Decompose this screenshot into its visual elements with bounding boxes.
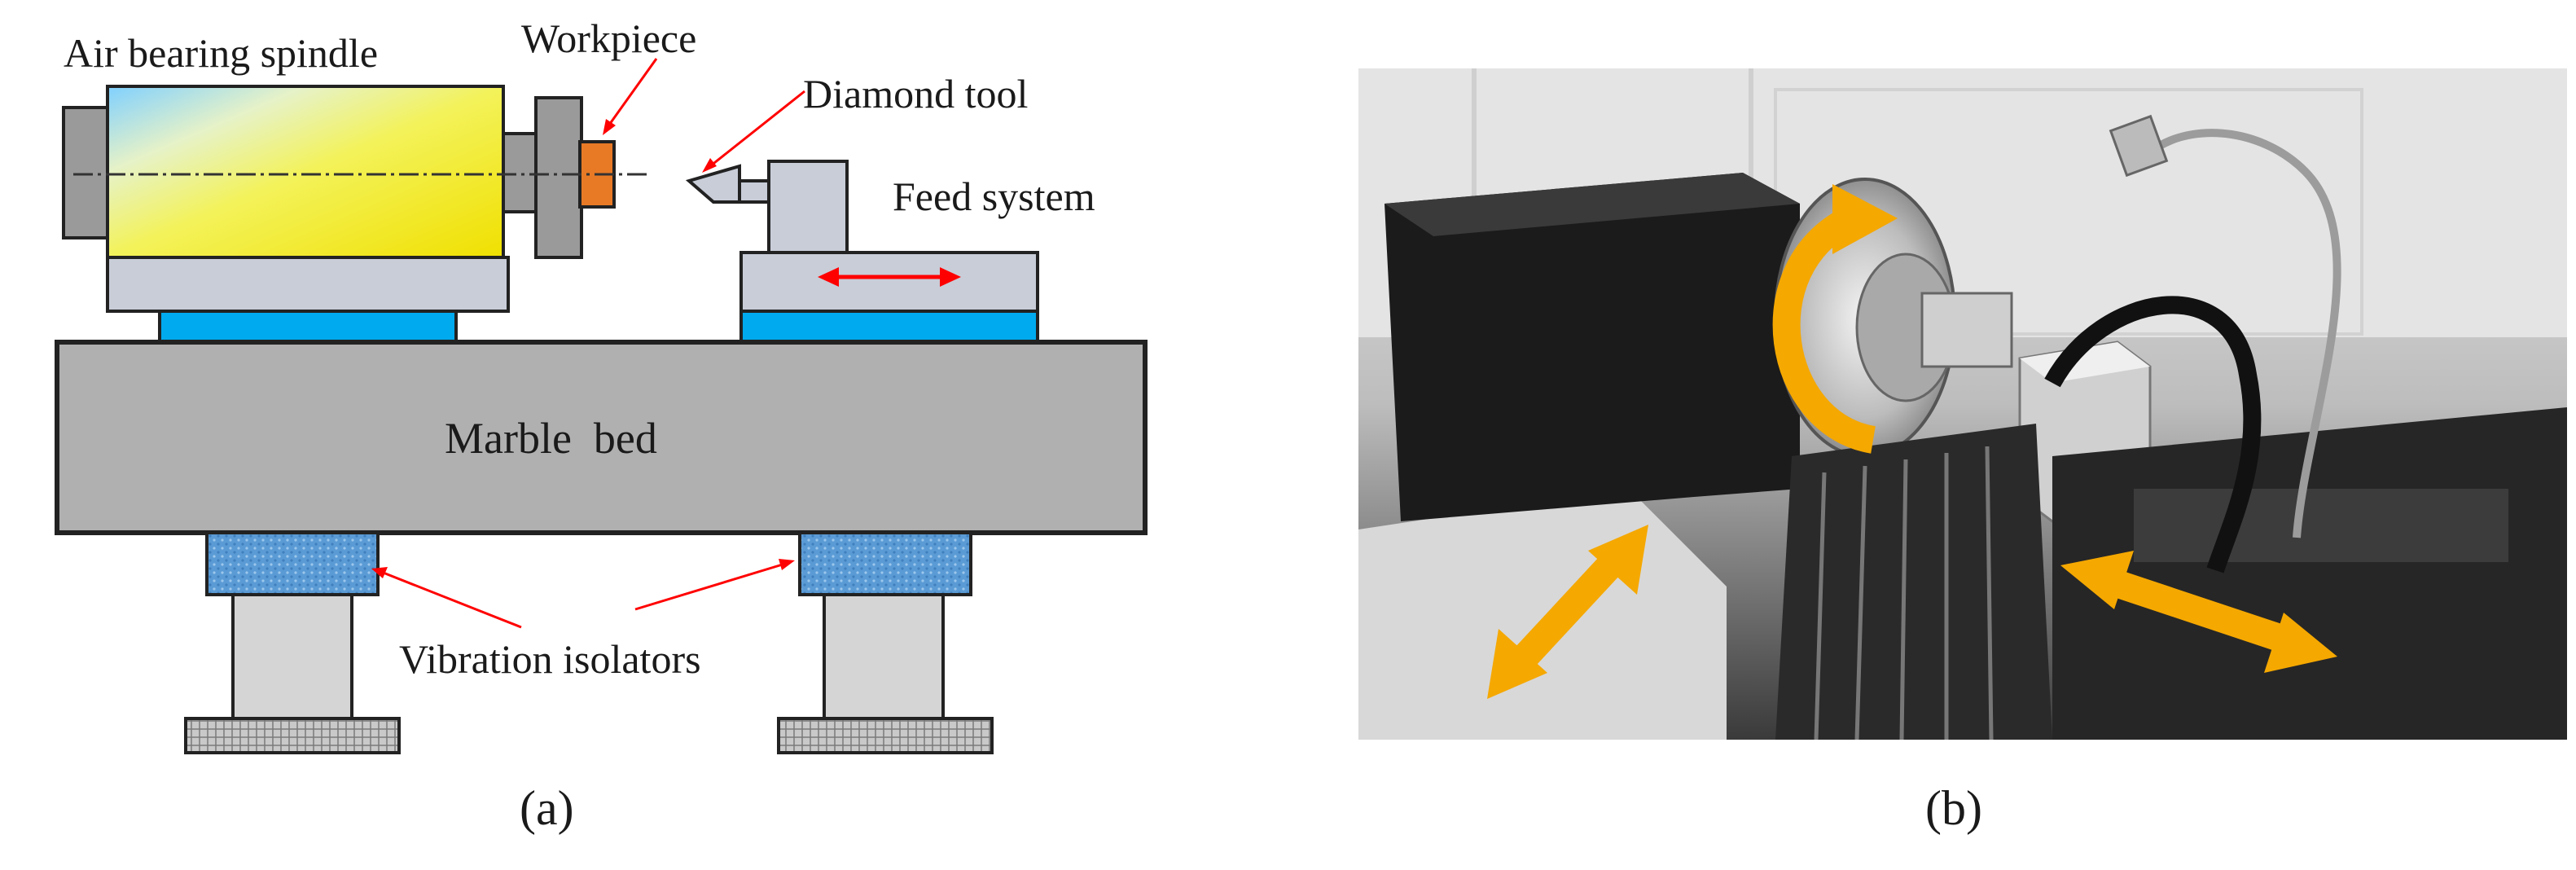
isolators-label: Vibration isolators bbox=[399, 636, 701, 682]
photo-bellows bbox=[1775, 424, 2052, 740]
vibration-isolator-right bbox=[777, 531, 994, 754]
feed-label: Feed system bbox=[893, 174, 1095, 219]
marble-bed bbox=[55, 340, 1148, 535]
tool-leader-arrow bbox=[702, 90, 805, 173]
vibration-isolator-left bbox=[184, 531, 401, 754]
feed-direction-arrow bbox=[818, 267, 961, 287]
photo-x-axis-arrow bbox=[2060, 551, 2337, 673]
photo-spindle-housing bbox=[1385, 173, 1800, 521]
workpiece-label: Workpiece bbox=[521, 15, 696, 61]
workpiece-leader-arrow bbox=[603, 58, 658, 135]
spindle-air-bearing-pad bbox=[158, 310, 458, 344]
bed-label: Marble bed bbox=[445, 414, 657, 463]
photo-lamp-arm bbox=[2156, 129, 2341, 538]
photo-z-axis-arrow bbox=[1487, 525, 1648, 699]
spindle-base bbox=[106, 256, 510, 313]
caption-b: (b) bbox=[1925, 781, 1982, 835]
photo-cable bbox=[2044, 296, 2262, 573]
tool-label: Diamond tool bbox=[803, 71, 1028, 116]
feed-system bbox=[739, 160, 1039, 344]
caption-a: (a) bbox=[520, 781, 574, 835]
photo-panel: (b) bbox=[1358, 68, 2567, 835]
isolator-leader-arrows bbox=[371, 559, 795, 629]
spindle-label: Air bearing spindle bbox=[64, 30, 378, 76]
photo-rotation-arrow bbox=[1772, 207, 1876, 454]
schematic-panel: Air bearing spindle Workpiece Diamond to… bbox=[55, 15, 1148, 835]
air-bearing-spindle bbox=[62, 85, 583, 259]
